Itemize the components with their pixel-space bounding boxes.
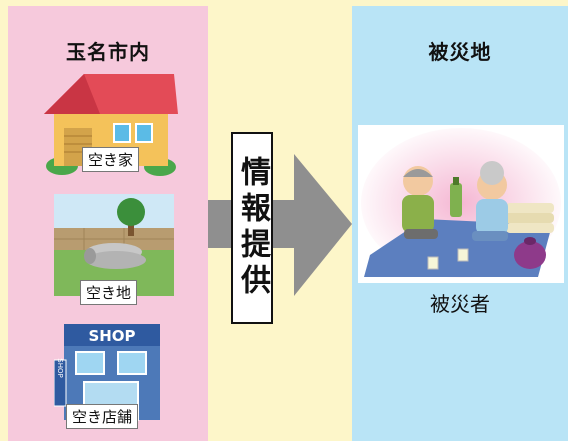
info-box: 情報提供 bbox=[231, 132, 273, 324]
shop-side-sign-text: SHOP bbox=[56, 358, 64, 377]
evacuees-icon bbox=[361, 128, 561, 278]
right-panel-title: 被災地 bbox=[428, 40, 492, 64]
vacant-house-label: 空き家 bbox=[82, 147, 140, 172]
shop-sign-text: SHOP bbox=[88, 327, 135, 345]
evacuees-card bbox=[358, 125, 564, 283]
vacant-lot-label: 空き地 bbox=[80, 280, 138, 305]
vacant-shop-label: 空き店舗 bbox=[66, 404, 139, 429]
victim-label: 被災者 bbox=[430, 292, 490, 316]
info-label: 情報提供 bbox=[235, 156, 270, 300]
left-panel-title: 玉名市内 bbox=[66, 40, 150, 64]
